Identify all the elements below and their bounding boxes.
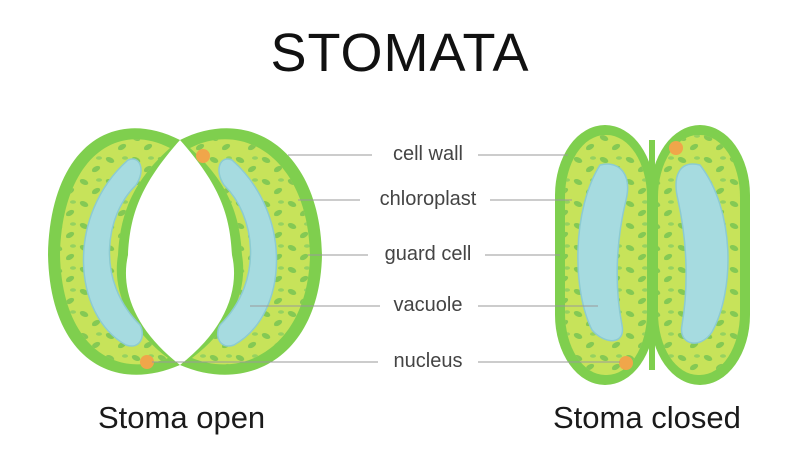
open-stoma — [48, 128, 322, 375]
closed-right-guard-cell — [650, 125, 750, 385]
label-vacuole: vacuole — [393, 294, 463, 316]
open-pore — [153, 190, 207, 330]
open-left-guard-cell — [48, 128, 180, 375]
closed-pore — [649, 140, 655, 370]
closed-left-guard-cell — [555, 125, 655, 385]
open-right-nucleus — [196, 149, 210, 163]
open-right-guard-cell — [180, 128, 322, 375]
label-nucleus: nucleus — [393, 350, 463, 372]
closed-stoma — [555, 125, 750, 385]
label-chloroplast: chloroplast — [379, 188, 477, 210]
label-guard-cell: guard cell — [384, 243, 472, 265]
open-left-nucleus — [140, 355, 154, 369]
leader-lines — [152, 154, 620, 363]
caption-stoma-closed: Stoma closed — [553, 400, 741, 435]
closed-right-nucleus — [669, 141, 683, 155]
diagram-title: STOMATA — [270, 23, 530, 83]
caption-stoma-open: Stoma open — [98, 400, 266, 435]
closed-left-nucleus — [619, 356, 633, 370]
label-cell-wall: cell wall — [392, 143, 464, 165]
